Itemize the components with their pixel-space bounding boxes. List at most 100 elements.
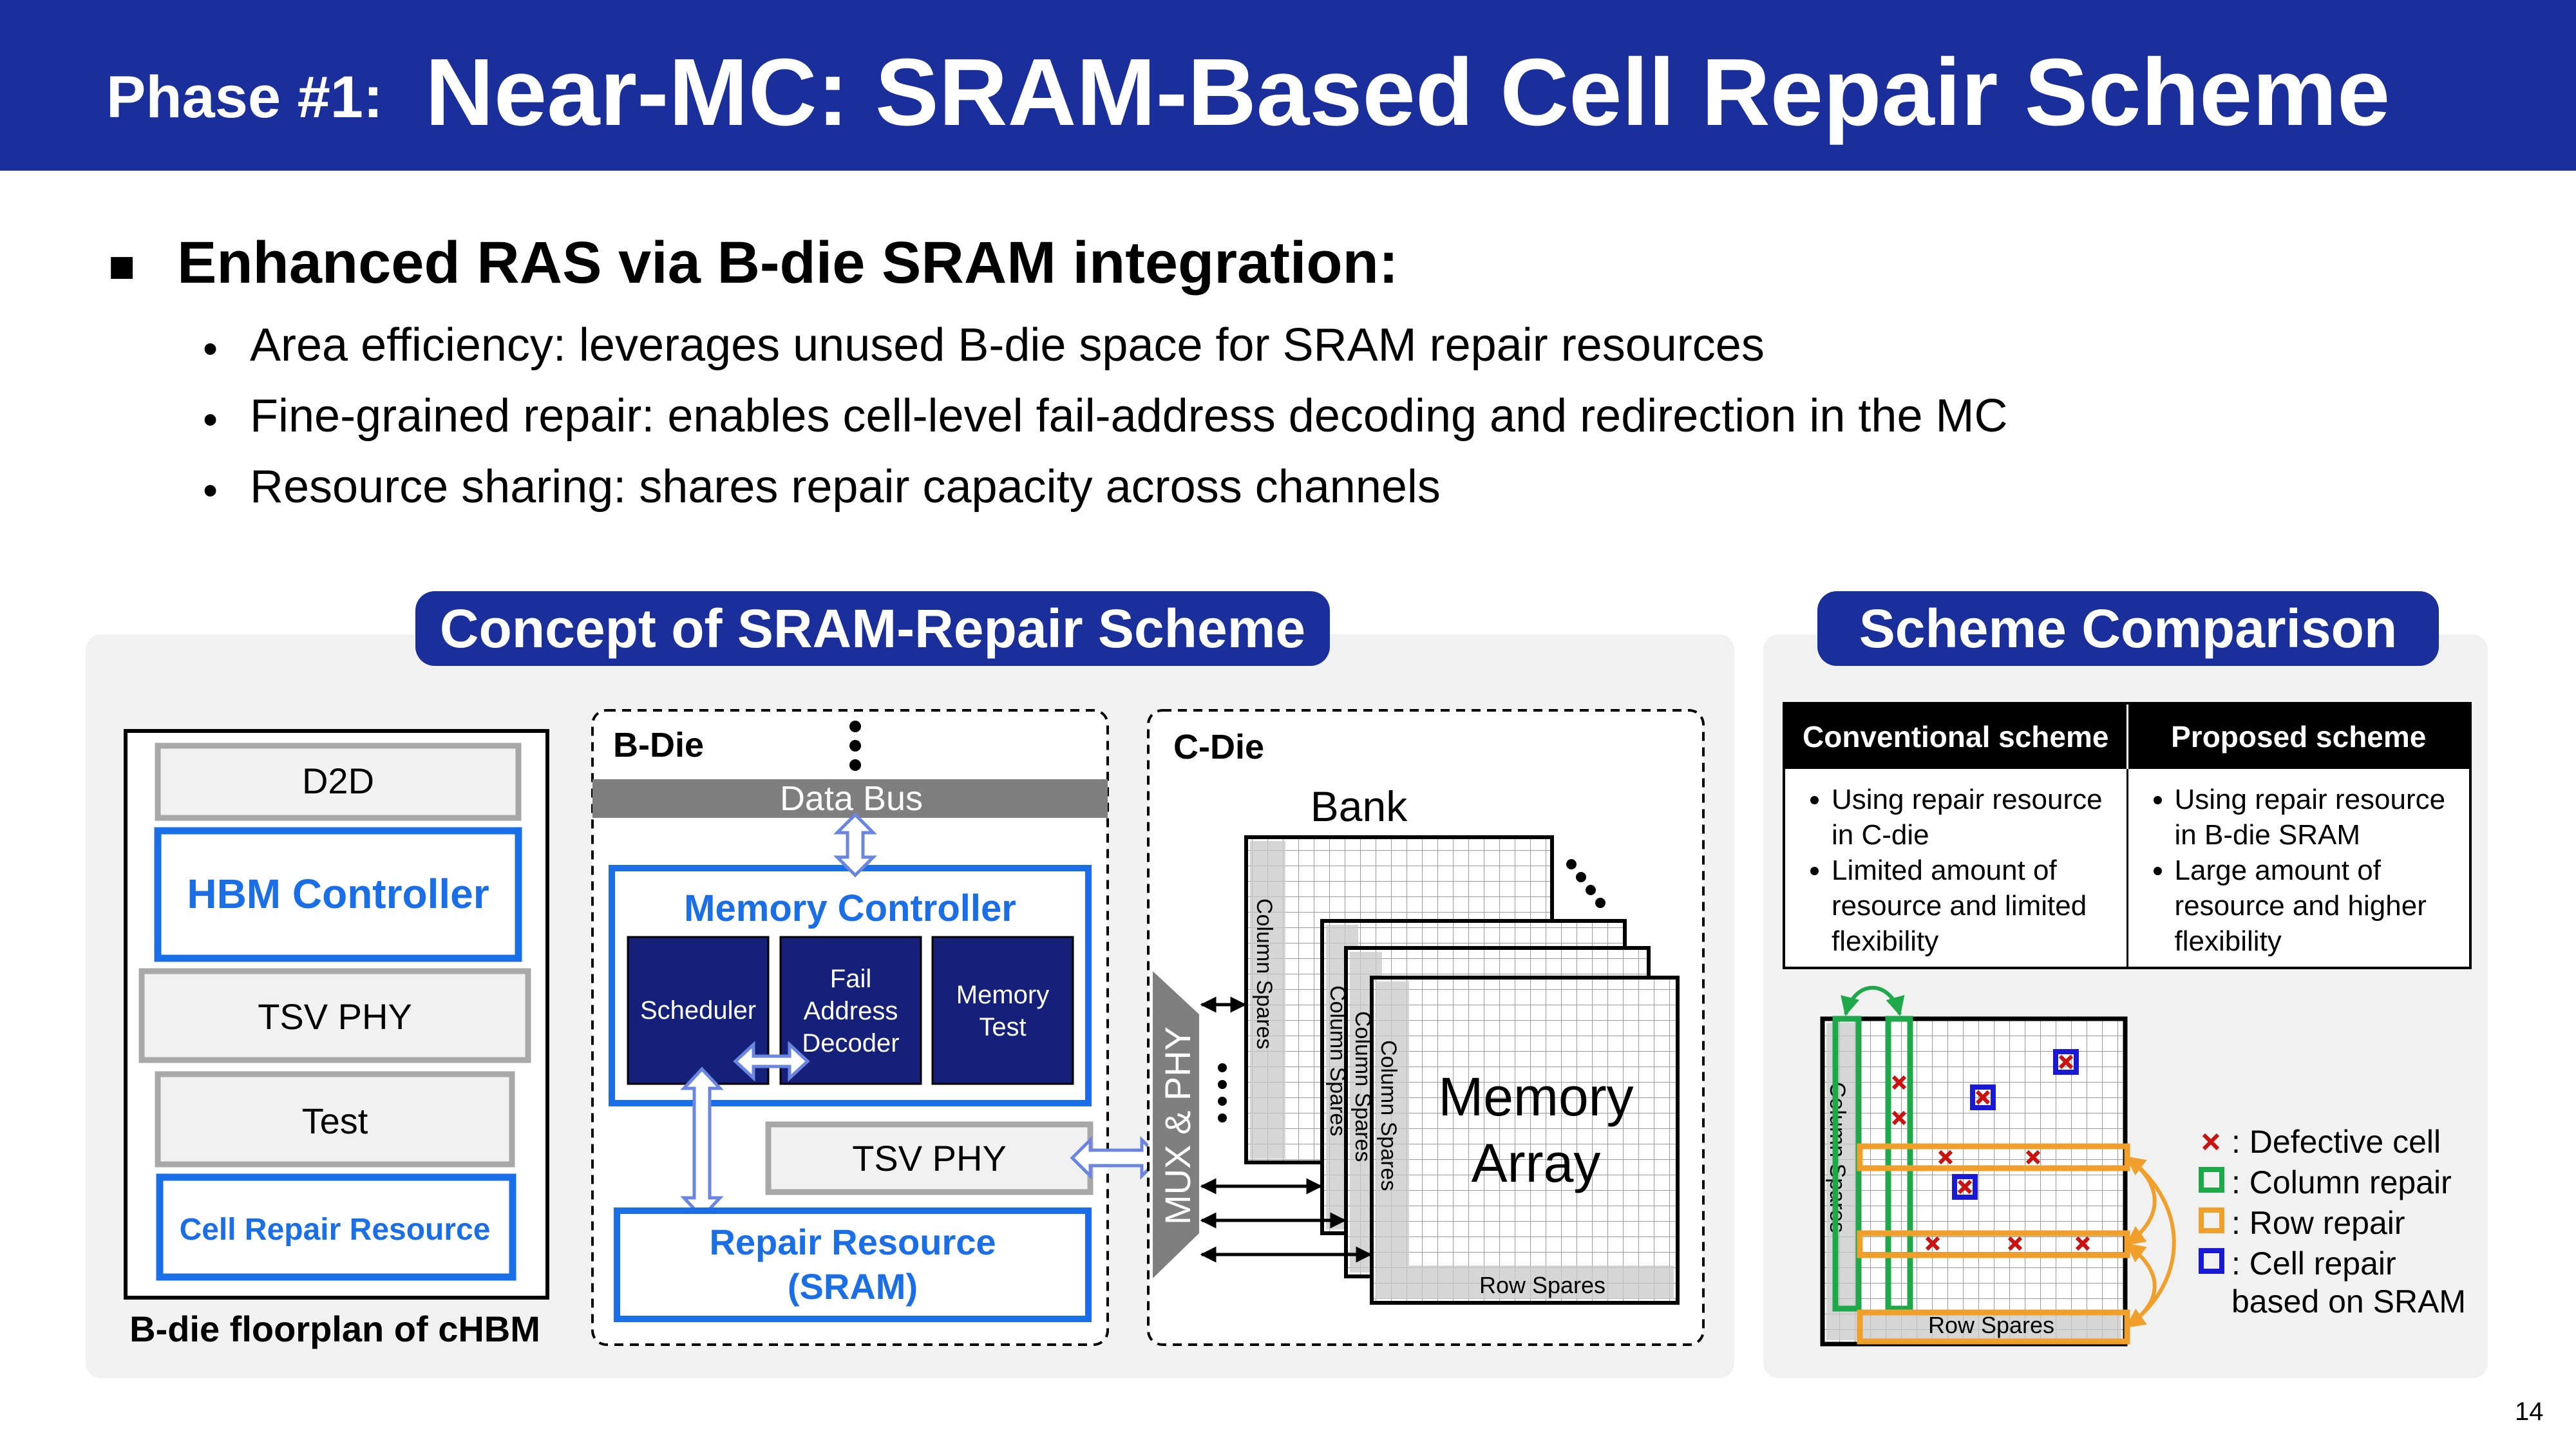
hbm-controller-label: HBM Controller [187,871,489,917]
title-bar [0,0,2576,171]
grid-row-spares-label: Row Spares [1928,1312,2054,1338]
bullet-fine-grained: Fine-grained repair: enables cell-level … [250,390,2008,442]
page-number: 14 [2515,1397,2544,1426]
phy-mux-arrow [1070,1135,1162,1180]
legend-cell-2: based on SRAM [2231,1283,2466,1320]
bdie-label: B-Die [613,726,704,764]
cell-repair-box [1952,1174,1978,1200]
defect-mark [2025,1150,2041,1165]
ellipsis-dot [1218,1097,1227,1106]
proposed-point: Using repair resource in B-die SRAM [2175,782,2461,853]
fail-decoder-label-1: Fail [830,965,871,993]
defect-mark [1957,1179,1973,1195]
bdie-tsv-phy-label: TSV PHY [852,1138,1007,1179]
tsv-phy-label: TSV PHY [258,996,412,1037]
legend-row: : Row repair [2231,1205,2405,1241]
defect-marks [1891,1054,2090,1251]
column-spare-strip [1250,841,1285,1159]
column-spare-strip [1826,1023,1860,1340]
ellipsis-dot [849,740,861,752]
bdie-tsv-phy [765,1121,1094,1195]
conventional-cell: Using repair resource in C-die Limited a… [1784,769,2128,968]
legend-cell: : Cell repair [2231,1245,2396,1282]
ellipsis-dot [849,759,861,771]
cell-repair-legend-icon [2199,1248,2224,1274]
row-repair-legend-icon [2199,1208,2224,1233]
defect-mark [2007,1236,2023,1251]
floorplan: D2D HBM Controller TSV PHY Test Cell Rep… [124,729,549,1349]
repair-resource-label-2: (SRAM) [788,1266,918,1307]
memory-test-label-2: Test [979,1013,1026,1041]
hbm-controller-block [154,827,522,962]
data-bus-arrow [833,812,878,878]
bank-layer-4 [1370,976,1680,1305]
conventional-header: Conventional scheme [1784,703,2128,769]
repair-resource-block [614,1208,1092,1322]
column-repair-legend-icon [2199,1167,2224,1193]
memory-test-label-1: Memory [956,981,1049,1009]
ellipsis-dot [1586,885,1596,895]
proposed-header: Proposed scheme [2127,703,2470,769]
scheduler-decoder-arrow [733,1041,810,1082]
column-repair-arrow [1841,985,1905,1016]
bullet-area-efficiency: Area efficiency: leverages unused B-die … [250,319,1765,371]
d2d-label: D2D [302,761,374,801]
data-bus [592,779,1108,818]
conventional-point: Using repair resource in C-die [1832,782,2117,853]
memory-controller-label: Memory Controller [684,887,1016,929]
memory-array-label-2: Array [1472,1133,1601,1193]
ellipsis-dot [1218,1063,1227,1072]
ellipsis-dot [1218,1080,1227,1089]
defect-mark [1938,1150,1953,1165]
defect-mark [1891,1075,1907,1090]
test-block [155,1071,515,1168]
bdie: B-Die Data Bus Memory Controller Schedul… [591,709,1162,1346]
memory-test-block [931,936,1074,1085]
fail-decoder-label-2: Address [804,997,898,1025]
bullet-marker: • [203,395,218,443]
tsv-phy-block [138,968,531,1063]
defect-mark [2075,1236,2090,1251]
concept-title: Concept of SRAM-Repair Scheme [415,591,1330,666]
memory-array-label-1: Memory [1438,1066,1633,1127]
cell-repair-label: Cell Repair Resource [180,1213,491,1247]
legend-defective: : Defective cell [2231,1124,2441,1160]
legend: : Defective cell : Column repair : Row r… [2199,1124,2466,1320]
row-repair-arrow [2125,1155,2176,1329]
defect-legend-icon [2202,1133,2220,1151]
cdie-label: C-Die [1173,728,1264,766]
defect-mark [1891,1110,1907,1126]
column-repair-target [1885,1016,1913,1312]
proposed-point: Large amount of resource and higher flex… [2175,853,2461,959]
proposed-cell: Using repair resource in B-die SRAM Larg… [2127,769,2470,968]
ellipsis-dot [849,721,861,732]
legend-column: : Column repair [2231,1164,2452,1200]
test-label: Test [302,1101,368,1141]
ellipsis-dot [1595,898,1605,908]
comparison-table: Conventional scheme Proposed scheme Usin… [1783,702,2472,969]
heading-marker: ■ [108,241,136,291]
row-spare-strip [1409,1265,1674,1299]
ellipsis-dot [1566,859,1577,869]
conventional-point: Limited amount of resource and limited f… [1832,853,2117,959]
cdie: C-Die MUX & PHY Bank Column Spares Colum… [1147,709,1705,1346]
cell-repair-box [2053,1049,2079,1075]
column-spare-strip [1376,981,1409,1299]
bullet-resource-sharing: Resource sharing: shares repair capacity… [250,461,1441,513]
section-heading: Enhanced RAS via B-die SRAM integration: [177,230,1399,296]
comparison-table-wrap: Conventional scheme Proposed scheme Usin… [1783,702,2472,969]
defect-mark [1925,1236,1940,1251]
data-bus-label: Data Bus [780,779,923,818]
mux-phy-block [1153,971,1199,1278]
scheduler-label: Scheduler [640,996,756,1025]
row-spares-label: Row Spares [1479,1272,1605,1298]
cell-repair-block [156,1173,516,1281]
column-spares-label: Column Spares [1376,1040,1401,1191]
bank-label: Bank [1311,782,1408,830]
ellipsis-dot [1576,872,1586,882]
column-spares-label: Column Spares [1252,898,1276,1049]
comparison-title: Scheme Comparison [1817,591,2439,666]
row-spare-strip [1860,1311,2121,1340]
bullet-marker: • [203,466,218,514]
